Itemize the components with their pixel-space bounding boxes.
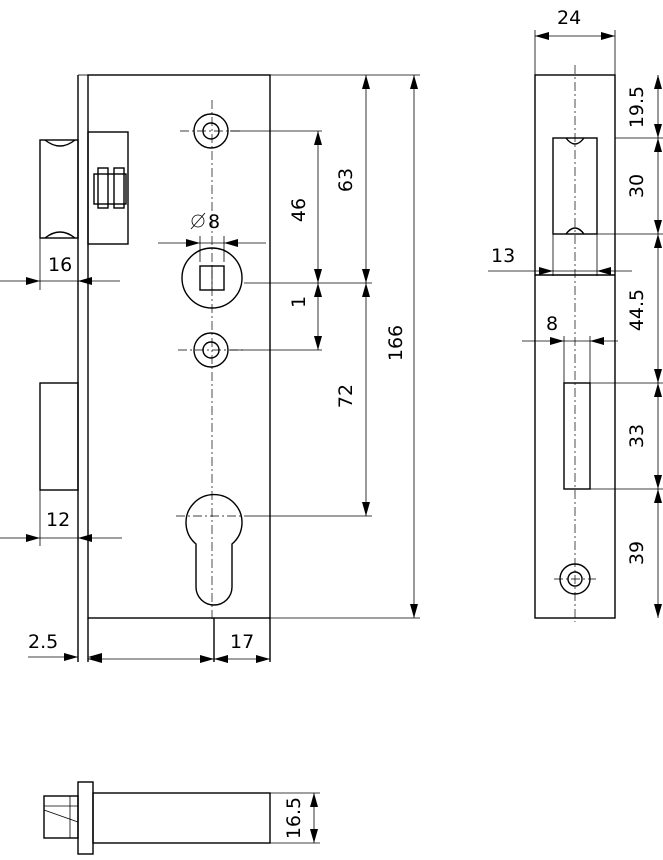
- cylinder-hole: [185, 493, 243, 606]
- dim-46: 46: [288, 198, 310, 222]
- diameter-symbol-icon: [190, 212, 206, 230]
- dim-17: 17: [230, 631, 254, 653]
- latch-bolt: [39, 131, 129, 245]
- dead-bolt: [39, 382, 79, 491]
- dim-16: 16: [48, 254, 72, 276]
- dim-39: 39: [626, 541, 648, 565]
- dim-12: 12: [46, 509, 70, 531]
- dim-72: 72: [335, 384, 357, 408]
- lock-case-outline: [87, 74, 271, 619]
- dim-24: 24: [557, 7, 581, 29]
- dim-19-5: 19.5: [626, 86, 648, 128]
- dim-8: 8: [546, 313, 558, 335]
- dim-33: 33: [626, 424, 648, 448]
- lock-body-view: [39, 74, 271, 662]
- dim-2-5: 2.5: [28, 631, 58, 653]
- dim-44-5: 44.5: [626, 289, 648, 331]
- dim-13: 13: [491, 245, 515, 267]
- dim-diameter-8: 8: [208, 211, 220, 233]
- side-view: 16.5: [43, 781, 320, 855]
- dim-1: 1: [288, 296, 310, 308]
- dim-166: 166: [385, 325, 407, 361]
- dim-63: 63: [335, 168, 357, 192]
- dim-30: 30: [626, 174, 648, 198]
- strike-dimensions: 24 19.5 30 44.5 33 39: [488, 7, 663, 618]
- dim-16-5: 16.5: [283, 797, 305, 839]
- strike-plate-view: [534, 65, 616, 622]
- main-dimensions: 46 1 63 72 166 8: [0, 74, 420, 663]
